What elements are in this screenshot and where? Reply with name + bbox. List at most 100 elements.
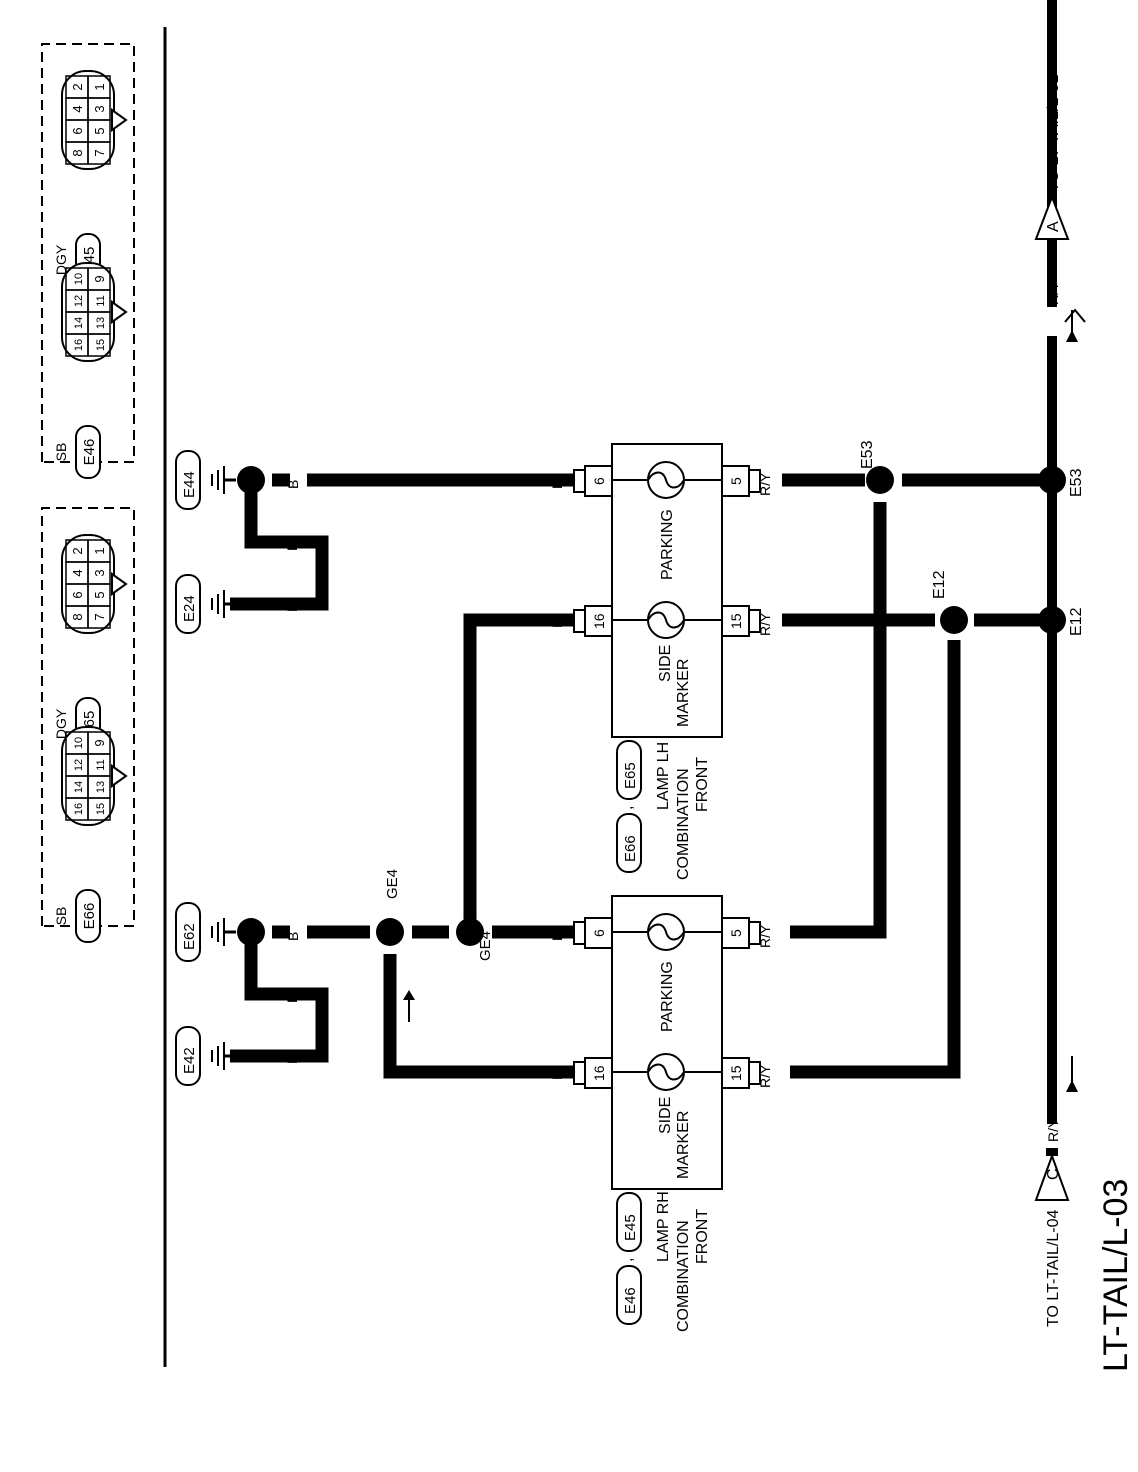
lamp-lh-box: [611, 443, 723, 738]
connector-c-triangle: [1034, 1153, 1070, 1201]
side-marker-bulb-icon: [647, 1053, 685, 1091]
parking-bulb-icon: [647, 913, 685, 951]
svg-text:E42: E42: [181, 1047, 198, 1074]
pin-number: 9: [92, 275, 107, 282]
lamp-lh-pin5-plug: [748, 469, 761, 493]
diagram-title: LT-TAIL/L-03: [1097, 1179, 1135, 1372]
connector-id: E66: [81, 903, 98, 930]
pin-number: 4: [70, 569, 85, 576]
pin-number: 1: [92, 83, 107, 90]
pin-number: 11: [95, 759, 107, 770]
pin-number: 10: [73, 273, 85, 285]
lamp-lh-pin5: 5: [728, 477, 744, 485]
ry-e53-to-rh5: [790, 502, 887, 939]
wire-color-b-e62: B: [285, 932, 301, 941]
lamp-lh-name-1: FRONT: [694, 757, 711, 812]
junction-e12-bus: [1038, 606, 1066, 634]
pin-number: 9: [92, 739, 107, 746]
pin-number: 6: [70, 591, 85, 598]
front-combination-lamp-rh: 5 15 6 16 PARKING SIDE MARKER: [573, 895, 761, 1332]
pin-number: 10: [73, 737, 85, 749]
ground-icon: [211, 918, 236, 946]
lamp-rh-pin5: 5: [728, 929, 744, 937]
connector-a-label: TO LT-TAIL/L-01: [1045, 75, 1062, 192]
pin-number: 2: [70, 83, 85, 90]
ground-e42-connector: E42: [175, 1026, 201, 1086]
wire-color-b-e24: B: [284, 603, 300, 612]
connector-view-group-top: [41, 43, 135, 463]
junction-ge4-a-label: GE4: [477, 931, 494, 961]
connector-color: SB: [53, 443, 69, 462]
lamp-lh-parking-label: PARKING: [659, 509, 676, 580]
wire-color-b-loop1: B: [284, 542, 300, 551]
junction-e12-bus-label: E12: [1068, 607, 1085, 636]
pin-number: 11: [95, 295, 107, 306]
ground-icon: [211, 1042, 236, 1070]
ground-e44-connector: E44: [175, 450, 201, 510]
wire-color-b-e42: B: [284, 1055, 300, 1064]
connector-color: DGY: [53, 244, 69, 275]
lamp-rh-connector-e45: E45: [616, 1192, 642, 1252]
wire-color-ry-bottom: R/Y: [1045, 1118, 1061, 1142]
junction-e53-split-label: E53: [859, 440, 876, 469]
connector-color: DGY: [53, 708, 69, 739]
junction-e12-split: [940, 606, 968, 634]
connector-c-stub: [1046, 1148, 1058, 1156]
lamp-rh-pin5-plug: [748, 921, 761, 945]
lamp-rh-pin16-plug: [573, 1061, 586, 1085]
lamp-rh-pin16: 16: [591, 1065, 607, 1081]
junction-ground-e44: [237, 466, 265, 494]
lamp-rh-pin15: 15: [728, 1065, 744, 1081]
lamp-lh-pin16-plug: [573, 609, 586, 633]
pin-number: 2: [70, 547, 85, 554]
wire-color-ry-top: R/Y: [1045, 281, 1061, 305]
svg-text:E66: E66: [622, 835, 639, 862]
connector-id-badge: [75, 889, 101, 943]
lamp-rh-pin6: 6: [591, 929, 607, 937]
connector-a-triangle: [1034, 194, 1070, 240]
lamp-lh-pin6: 6: [591, 477, 607, 485]
front-combination-lamp-lh: 5 15 6 16: [573, 443, 761, 880]
ry-e12-to-rh15: [790, 640, 961, 1079]
connector-c-letter: C: [1045, 1168, 1062, 1180]
pin-number: 13: [95, 317, 107, 329]
lamp-lh-name-3: LAMP LH: [655, 742, 672, 810]
pin-number: 1: [92, 547, 107, 554]
connector-to-lt-tail-l-01[interactable]: A TO LT-TAIL/L-01 R/Y: [1034, 75, 1070, 305]
lamp-lh-side-label: SIDE: [657, 645, 674, 682]
junction-ge4-b-label: GE4: [384, 869, 401, 899]
wire-color-b-e44: B: [285, 480, 301, 489]
b-wire-rh16: [383, 954, 574, 1079]
wire-color-b-loop2: B: [284, 994, 300, 1003]
lamp-rh-separator: ,: [619, 1258, 636, 1262]
pin-number: 7: [92, 613, 107, 620]
pin-number: 14: [73, 781, 85, 793]
svg-text:E45: E45: [622, 1214, 639, 1241]
pin-number: 8: [70, 613, 85, 620]
lamp-rh-box: [611, 895, 723, 1190]
lamp-rh-parking-label: PARKING: [659, 961, 676, 1032]
flow-arrow-ge4-head: [403, 990, 415, 1000]
connector-to-lt-tail-l-04[interactable]: C TO LT-TAIL/L-04 R/Y: [1034, 1118, 1070, 1327]
svg-text:E62: E62: [181, 923, 198, 950]
lamp-rh-pin6-plug: [573, 921, 586, 945]
junction-e12-split-label: E12: [931, 570, 948, 599]
pin-number: 3: [92, 105, 107, 112]
lamp-lh-pin15: 15: [728, 613, 744, 629]
b-wire-e24-loop: [230, 492, 329, 611]
lamp-lh-name-2: COMBINATION: [675, 768, 692, 880]
connector-views: 75318642E45DGY151311916141210E46SB753186…: [53, 70, 128, 943]
connector-a-letter: A: [1045, 221, 1062, 232]
ground-icon: [211, 466, 236, 494]
junction-ge4-b: [376, 918, 404, 946]
lamp-rh-pin15-plug: [748, 1061, 761, 1085]
svg-text:E24: E24: [181, 595, 198, 622]
lamp-lh-pin6-plug: [573, 469, 586, 493]
lamp-rh-name-2: COMBINATION: [675, 1220, 692, 1332]
pin-number: 14: [73, 317, 85, 329]
